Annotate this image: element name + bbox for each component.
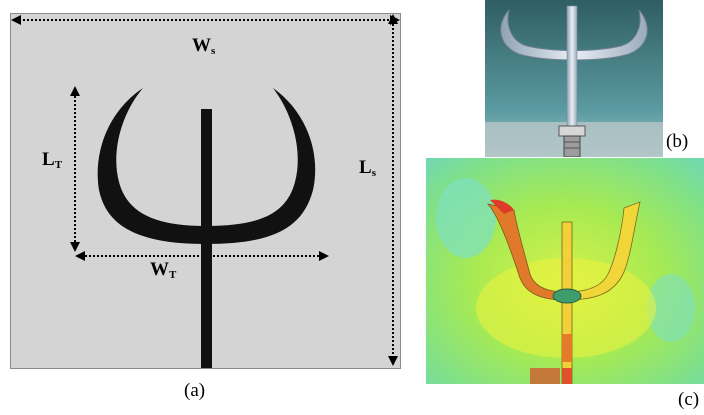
lt-arrow-top (70, 86, 80, 96)
ws-label: Ws (192, 35, 216, 57)
wt-label: WT (150, 259, 177, 281)
ls-arrow-top (388, 14, 398, 24)
wt-arrow-left (75, 251, 85, 261)
trident-schematic (11, 14, 400, 368)
fabricated-antenna-photo (485, 0, 663, 157)
photo-trident-cup (500, 9, 648, 61)
photo-trident-stem (566, 5, 578, 131)
ls-label: Ls (359, 157, 376, 179)
caption-b: (b) (666, 131, 689, 152)
panel-a-substrate: Ws Ls LT WT (10, 13, 401, 369)
lt-label: LT (42, 149, 63, 171)
map-junction (552, 288, 582, 304)
ws-arrow-left (11, 15, 21, 25)
current-distribution-map (426, 158, 704, 384)
caption-a: (a) (184, 380, 206, 401)
map-feed-hot (562, 368, 572, 384)
map-left-tip (490, 199, 514, 214)
map-stem-hot (562, 334, 572, 362)
caption-c: (c) (678, 389, 700, 410)
ls-arrow-bottom (388, 356, 398, 366)
wt-arrow-right (319, 251, 329, 261)
lt-arrow-bottom (70, 242, 80, 252)
sma-connector-body (563, 135, 581, 157)
sma-connector-nut (558, 125, 586, 137)
